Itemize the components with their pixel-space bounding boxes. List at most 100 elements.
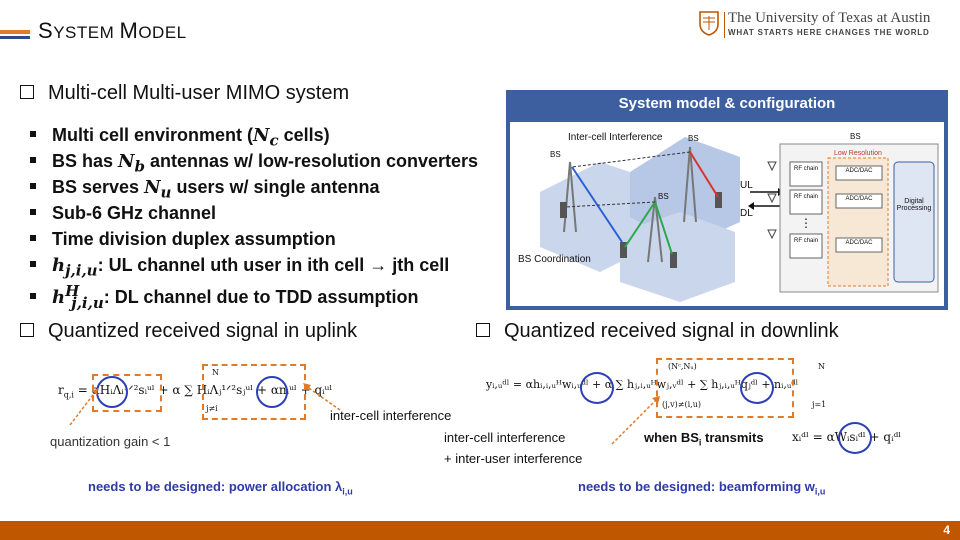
math-symbol: h (52, 287, 66, 308)
rf-chain-block (789, 189, 823, 215)
bs-label: BS (688, 134, 699, 143)
link-line (571, 166, 623, 243)
inter-user-note-line2: + inter-user interference (444, 451, 583, 466)
sum-upper-limit: N (212, 368, 219, 377)
design-sub: i,u (814, 486, 826, 497)
when-text: when BS (644, 430, 699, 445)
ellipsis-label: ⋮ (800, 216, 812, 230)
list-item: hHj,i,u: DL channel due to TDD assumptio… (30, 280, 478, 312)
title-accent-bar-orange (0, 30, 30, 34)
inter-cell-label: Inter-cell Interference (568, 132, 663, 143)
list-item: Sub-6 GHz channel (30, 202, 478, 228)
sum-lower-limit: j=1 (812, 400, 827, 409)
bs-coordination-label: BS Coordination (518, 254, 591, 265)
uplink-design-note: needs to be designed: power allocation λ… (88, 479, 353, 497)
inter-user-note-line1: inter-cell interference (444, 430, 566, 445)
math-subscript: j,i,u (65, 261, 98, 280)
list-item: Multi cell environment (Nc cells) (30, 124, 478, 150)
user-phone-icon (620, 242, 627, 258)
downlink-equation: yᵢ,ᵤᵈˡ = αhᵢ,ᵢ,ᵤᴴwᵢ,ᵤᵈˡ + α ∑ hⱼ,ᵢ,ᵤᴴwⱼ,… (486, 378, 799, 391)
design-sub: i,u (342, 486, 353, 497)
list-item: hj,i,u: UL channel uth user in ith cell … (30, 254, 478, 280)
checkbox-bullet-icon (476, 322, 490, 337)
quantization-gain-note: quantization gain < 1 (50, 434, 171, 449)
bullet-text: : DL channel due to TDD assumption (103, 287, 419, 307)
bs-right-label: BS (850, 132, 861, 141)
square-bullet-icon (30, 293, 36, 300)
adc-label: ADC/DAC (845, 168, 873, 174)
checkbox-bullet-icon (20, 84, 34, 99)
eq-lhs-sub: q,i (63, 390, 74, 400)
rf-chain-label: RF chain (793, 166, 818, 172)
highlight-circle (96, 376, 128, 408)
bullet-list: Multi cell environment (Nc cells) BS has… (30, 124, 478, 312)
bullet-text: users w/ single antenna (171, 177, 380, 197)
user-phone-icon (670, 252, 677, 268)
highlight-circle (740, 372, 774, 404)
ul-label: UL (740, 180, 753, 191)
bullet-text: cells) (278, 125, 330, 145)
when-sub: i (698, 437, 702, 448)
list-item: Time division duplex assumption (30, 228, 478, 254)
math-symbol: N (253, 125, 270, 146)
inter-user-pointer-arrow-icon (611, 396, 660, 445)
square-bullet-icon (30, 235, 36, 242)
link-line (689, 151, 719, 198)
sum-upper-limit: (Nᶜ,Nᵤ) (668, 362, 697, 371)
university-tagline: WHAT STARTS HERE CHANGES THE WORLD (728, 28, 930, 37)
adc-block (835, 193, 883, 209)
math-symbol: h (52, 255, 66, 276)
section-heading-system: Multi-cell Multi-user MIMO system (20, 82, 349, 105)
cell-hexagon (620, 212, 735, 302)
eq-lhs: r (58, 383, 64, 397)
adc-label: ADC/DAC (845, 240, 873, 246)
highlight-circle (838, 422, 872, 454)
section-heading-downlink: Quantized received signal in downlink (476, 320, 839, 343)
bullet-text: Time division duplex assumption (52, 229, 336, 249)
when-bs-transmits: when BSi transmits (644, 430, 764, 448)
page-number: 4 (943, 523, 950, 537)
user-phone-icon (560, 202, 567, 218)
system-diagram-svg (540, 137, 939, 302)
math-symbol: N (144, 177, 161, 198)
bs-tower-icon (563, 161, 577, 233)
square-bullet-icon (30, 209, 36, 216)
math-symbol: N (118, 151, 135, 172)
bullet-text: : UL channel uth user in ith cell → jth … (97, 255, 450, 275)
highlight-circle (256, 376, 288, 408)
bs-label: BS (550, 150, 561, 159)
digital-processing-label: Digital Processing (896, 198, 932, 212)
title-part: ODEL (138, 23, 187, 42)
highlight-box-desired (92, 374, 162, 412)
square-bullet-icon (30, 131, 36, 138)
adc-label: ADC/DAC (845, 196, 873, 202)
math-subscript: u (160, 183, 172, 202)
adc-block (835, 165, 883, 181)
sum-upper-limit: N (818, 362, 825, 371)
design-text: needs to be designed: beamforming w (578, 479, 815, 494)
rf-chain-block (789, 233, 823, 259)
link-line (654, 201, 673, 255)
inter-cell-note: inter-cell interference (330, 408, 452, 423)
footer-bar (0, 521, 960, 540)
list-item: BS has Nb antennas w/ low-resolution con… (30, 150, 478, 176)
system-diagram: Inter-cell Interference BS BS BS BS Coor… (510, 122, 944, 306)
bullet-text: BS serves (52, 177, 145, 197)
rf-chain-label: RF chain (793, 194, 818, 200)
square-bullet-icon (30, 261, 36, 268)
inter-cell-pointer-arrow-icon (303, 383, 341, 411)
list-item: BS serves Nu users w/ single antenna (30, 176, 478, 202)
bullet-text: BS has (52, 151, 119, 171)
highlight-box-interference (656, 358, 794, 418)
link-line (624, 201, 656, 248)
panel-title: System model & configuration (618, 95, 836, 112)
logo-divider (724, 12, 725, 38)
title-part: M (119, 18, 139, 43)
title-part: S (38, 18, 54, 43)
downlink-design-note: needs to be designed: beamforming wi,u (578, 479, 825, 497)
antenna-icon (767, 161, 777, 240)
ut-seal-icon (699, 11, 719, 36)
adc-block (835, 237, 883, 253)
rf-chain-label: RF chain (793, 238, 818, 244)
design-text: needs to be designed: power allocation λ (88, 479, 343, 494)
